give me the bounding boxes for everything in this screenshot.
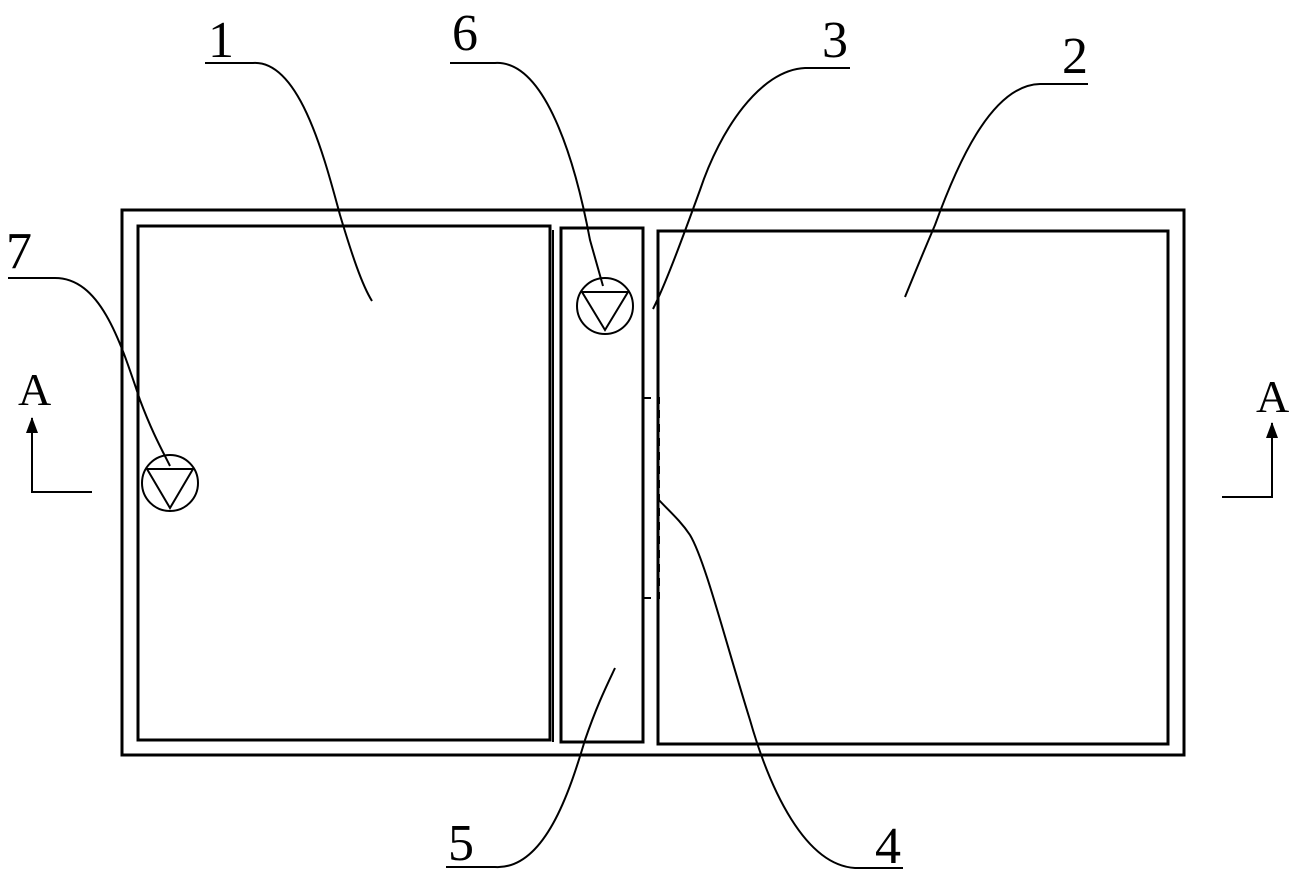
label-4: 4 — [875, 818, 901, 875]
pump-6 — [576, 277, 634, 335]
section-mark-right — [1222, 422, 1278, 498]
leader-3 — [652, 67, 850, 310]
section-label-right: A — [1256, 371, 1289, 422]
label-5: 5 — [448, 815, 474, 872]
section-label-left: A — [18, 364, 51, 415]
leader-7 — [8, 277, 171, 467]
leader-2 — [904, 83, 1088, 298]
section-mark-left — [26, 417, 92, 493]
leader-4 — [657, 498, 903, 869]
opening-4 — [642, 397, 660, 599]
label-7: 7 — [6, 223, 32, 280]
channel-5 — [559, 226, 645, 744]
outer-wall — [120, 208, 1186, 757]
label-3: 3 — [822, 12, 848, 69]
leader-1 — [205, 61, 373, 302]
label-2: 2 — [1062, 28, 1088, 85]
pump-7 — [141, 454, 199, 512]
chamber-1 — [136, 224, 552, 742]
label-6: 6 — [452, 5, 478, 62]
leader-6 — [450, 61, 604, 287]
leader-5 — [446, 667, 616, 869]
label-1: 1 — [208, 12, 234, 69]
